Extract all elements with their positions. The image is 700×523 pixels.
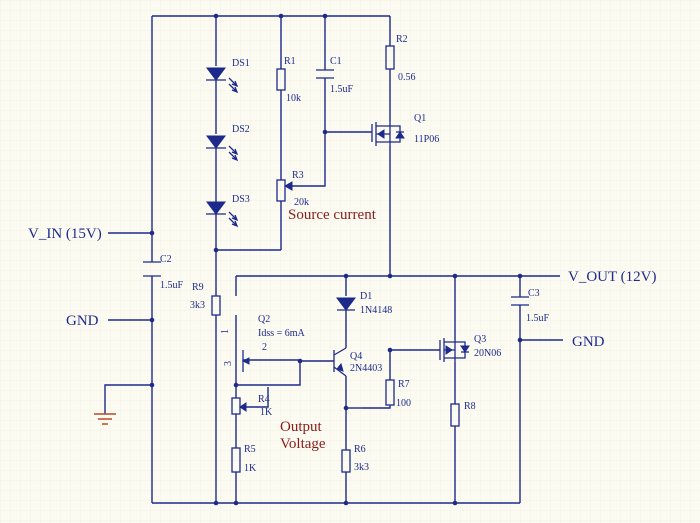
ref-q2: Q2 [258,314,270,325]
potentiometer-r4 [231,397,247,415]
ref-r4: R4 [258,394,270,405]
transistor-q4 [333,347,347,377]
ref-r6: R6 [354,444,366,455]
mosfet-q1 [371,122,405,146]
value-q1: 11P06 [414,134,439,145]
net-label-vout: V_OUT (12V) [568,269,656,285]
ref-r5: R5 [244,444,256,455]
value-r1: 10k [286,93,301,104]
value-r9: 3k3 [190,300,205,311]
value-c1: 1.5uF [330,84,354,95]
ref-ds3: DS3 [232,194,250,205]
ref-r3: R3 [292,170,304,181]
ref-r8: R8 [464,401,476,412]
ref-r9: R9 [192,282,204,293]
value-r7: 100 [396,398,411,409]
ref-c1: C1 [330,56,342,67]
led-ds2 [206,135,239,162]
resistor-r6 [341,449,351,473]
value-r5: 1K [244,463,257,474]
value-r6: 3k3 [354,462,369,473]
net-label-vin: V_IN (15V) [28,226,102,242]
value-r2: 0.56 [398,72,416,83]
value-r4: 1K [260,407,273,418]
resistor-r2 [385,45,395,70]
capacitor-c1 [316,69,334,79]
value-c3: 1.5uF [526,313,550,324]
note-output-voltage-line1: Output [280,419,323,435]
ref-r1: R1 [284,56,296,67]
resistor-r8 [450,403,460,427]
value-d1: 1N4148 [360,305,392,316]
value-c2: 1.5uF [160,280,184,291]
resistor-r5 [231,447,241,473]
pin-q2-3: 3 [223,361,234,366]
ref-r2: R2 [396,34,408,45]
ref-d1: D1 [360,291,372,302]
ref-ds2: DS2 [232,124,250,135]
net-label-gnd-right: GND [572,334,605,350]
led-ds3 [206,201,239,228]
net-label-gnd-left: GND [66,313,99,329]
value-q3: 20N06 [474,348,501,359]
ref-r7: R7 [398,379,410,390]
led-ds1 [206,67,239,94]
ref-c3: C3 [528,288,540,299]
potentiometer-r3 [276,179,293,202]
resistor-r9 [211,295,221,316]
ground-icon [94,413,116,425]
diode-d1 [336,297,356,311]
resistor-r1 [276,68,286,91]
pin-q2-1: 1 [220,329,231,334]
note-source-current: Source current [288,207,377,223]
resistor-r7 [385,379,395,406]
capacitor-c3 [511,296,529,306]
value-r3: 20k [294,197,309,208]
wires [104,15,563,504]
capacitor-c2 [143,261,161,277]
jfet-q2 [241,350,250,372]
ref-q4: Q4 [350,351,362,362]
ref-c2: C2 [160,254,172,265]
ref-q1: Q1 [414,113,426,124]
value-q4: 2N4403 [350,363,382,374]
ref-ds1: DS1 [232,58,250,69]
pin-q2-2: 2 [262,342,267,353]
note-output-voltage-line2: Voltage [280,436,326,452]
ref-q3: Q3 [474,334,486,345]
mosfet-q3 [439,338,470,362]
value-q2: Idss = 6mA [258,328,306,339]
junctions [149,13,523,506]
